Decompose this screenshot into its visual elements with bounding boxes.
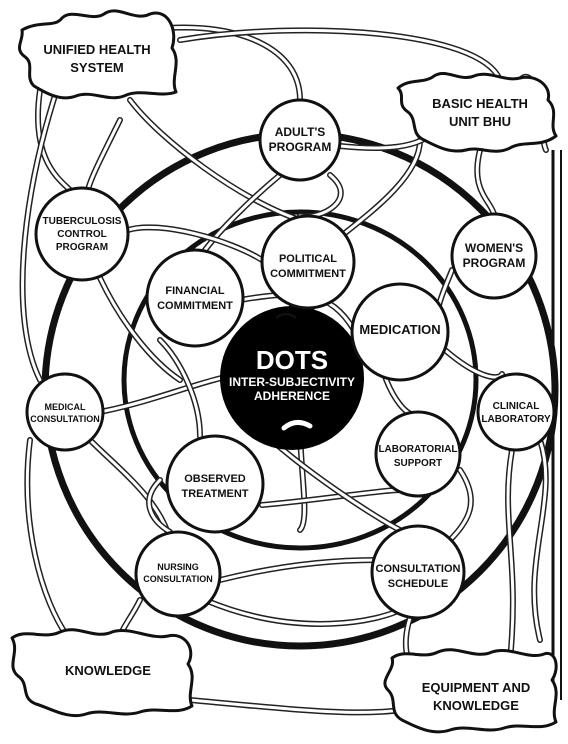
cloud-basic-line2: UNIT BHU: [449, 114, 511, 129]
node-medical-consultation: MEDICAL CONSULTATION: [25, 372, 105, 452]
cloud-basic-line1: BASIC HEALTH: [432, 96, 528, 111]
connection-tubes: [19, 24, 549, 716]
connection-tube-outline: [177, 27, 503, 83]
connection-tube-fill: [203, 598, 402, 626]
connection-tube-fill: [260, 488, 402, 507]
cloud-unified-health-system: UNIFIED HEALTH SYSTEM: [18, 9, 178, 100]
connection-tube-fill: [532, 438, 548, 642]
cloud-unified-line1: UNIFIED HEALTH: [43, 42, 150, 57]
node-medical-line1: MEDICAL: [45, 402, 86, 412]
node-clinical-line1: CLINICAL: [493, 401, 540, 412]
center-title: DOTS: [256, 345, 328, 375]
node-clinical-laboratory: CLINICAL LABORATORY: [476, 372, 556, 452]
node-political-line1: POLITICAL: [279, 253, 337, 265]
node-clinical-line2: LABORATORY: [481, 414, 551, 425]
node-financial-line2: COMMITMENT: [157, 300, 233, 312]
node-observed-line2: TREATMENT: [181, 488, 248, 500]
node-womens-program: WOMEN'S PROGRAM: [450, 212, 538, 300]
node-adults-line1: ADULT'S: [275, 125, 326, 139]
connection-tube-fill: [148, 26, 302, 102]
node-tb-line3: PROGRAM: [56, 242, 108, 253]
connection-tube-fill: [158, 338, 202, 438]
center-line1: INTER-SUBJECTIVITY: [229, 375, 355, 389]
node-schedule-line1: CONSULTATION: [376, 563, 461, 575]
node-womens-line2: PROGRAM: [463, 256, 526, 270]
connection-tube-fill: [128, 98, 302, 222]
connection-tube-fill: [86, 118, 122, 192]
connection-tube-fill: [178, 28, 502, 82]
connection-tube-fill: [126, 225, 264, 262]
node-financial-commitment: FINANCIAL COMMITMENT: [145, 248, 245, 348]
connection-tube-fill: [98, 276, 182, 382]
node-observed-treatment: OBSERVED TREATMENT: [165, 434, 265, 534]
node-political-commitment: POLITICAL COMMITMENT: [260, 214, 356, 310]
node-laboratorial-support: LABORATORIAL SUPPORT: [374, 410, 462, 498]
node-laboratorial-line2: SUPPORT: [394, 458, 442, 469]
node-financial-line1: FINANCIAL: [165, 285, 225, 297]
cloud-equipment-line1: EQUIPMENT AND: [422, 680, 531, 695]
node-nursing-line1: NURSING: [157, 562, 199, 572]
node-schedule-line2: SCHEDULE: [388, 578, 449, 590]
node-nursing-line2: CONSULTATION: [143, 574, 213, 584]
connection-tube-fill: [475, 148, 496, 216]
cloud-unified-line2: SYSTEM: [70, 60, 123, 75]
node-consultation-schedule: CONSULTATION SCHEDULE: [370, 524, 466, 620]
connection-tube-fill: [36, 88, 72, 192]
connection-tube-fill: [21, 78, 62, 382]
cloud-knowledge-line1: KNOWLEDGE: [65, 663, 151, 678]
cloud-basic-health-unit: BASIC HEALTH UNIT BHU: [396, 71, 558, 153]
node-nursing-consultation: NURSING CONSULTATION: [134, 530, 222, 618]
node-medical-line2: CONSULTATION: [30, 414, 100, 424]
node-adults-program: ADULT'S PROGRAM: [258, 98, 342, 182]
cloud-equipment-knowledge: EQUIPMENT AND KNOWLEDGE: [383, 648, 558, 734]
node-adults-line2: PROGRAM: [269, 140, 332, 154]
connection-tube-fill: [218, 558, 378, 582]
connection-tube-fill: [203, 173, 282, 252]
node-medication-line1: MEDICATION: [359, 322, 440, 337]
node-tb-line2: CONTROL: [57, 229, 106, 240]
node-political-line2: COMMITMENT: [270, 268, 346, 280]
center-line2: ADHERENCE: [254, 389, 330, 403]
connection-tube-fill: [25, 438, 72, 642]
connection-tube-outline: [217, 557, 379, 583]
cloud-equipment-line2: KNOWLEDGE: [433, 698, 519, 713]
node-laboratorial-line1: LABORATORIAL: [378, 444, 457, 455]
connection-tube-fill: [506, 448, 515, 662]
connection-tube-outline: [24, 437, 73, 643]
cloud-knowledge: KNOWLEDGE: [10, 628, 194, 718]
connection-tube-fill: [448, 468, 473, 542]
node-tb-line1: TUBERCULOSIS: [43, 216, 122, 227]
connection-tube-fill: [443, 348, 504, 379]
node-womens-line1: WOMEN'S: [465, 241, 523, 255]
center-dots-node: DOTS INTER-SUBJECTIVITY ADHERENCE: [220, 306, 364, 450]
node-observed-line1: OBSERVED: [184, 473, 246, 485]
connection-tube-fill: [147, 478, 172, 534]
node-medication: MEDICATION: [350, 282, 450, 382]
node-tuberculosis-control: TUBERCULOSIS CONTROL PROGRAM: [34, 186, 130, 282]
middle-ring: [121, 209, 479, 551]
